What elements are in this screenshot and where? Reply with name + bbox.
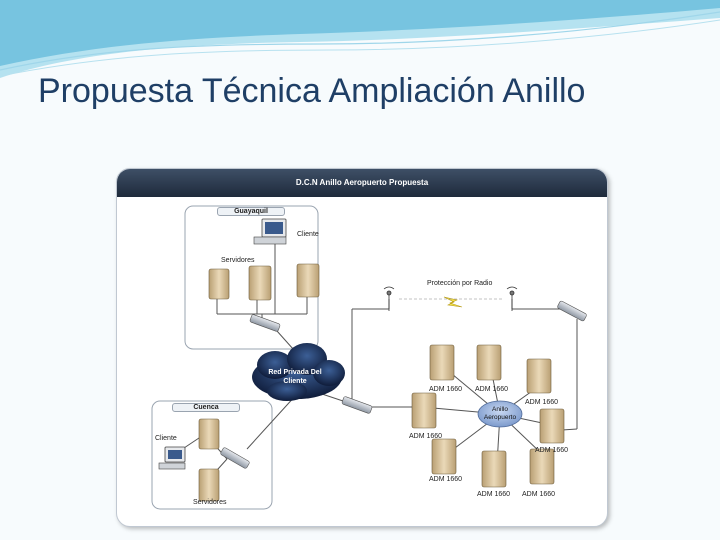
diagram-header: D.C.N Anillo Aeropuerto Propuesta [117,169,607,197]
radio-protection-label: Protección por Radio [427,280,493,287]
core-switch-icon [341,396,373,414]
private-network-cloud-icon [252,343,345,401]
guayaquil-client-label: Cliente [297,231,319,238]
cuenca-client-computer-icon [158,446,186,470]
cuenca-switch-icon [220,447,250,469]
adm-label: ADM 1660 [429,476,463,483]
cuenca-servers-label: Servidores [193,499,227,506]
site-guayaquil-title: Guayaquil [217,207,285,216]
guayaquil-switch-icon [249,314,281,332]
cuenca-client-label: Cliente [155,435,177,442]
site-cuenca-box [151,400,273,510]
site-cuenca-title: Cuenca [172,403,240,412]
radio-switch-icon [557,300,587,322]
guayaquil-servers-label: Servidores [221,257,255,264]
adm-label: ADM 1660 [409,433,443,440]
network-diagram: D.C.N Anillo Aeropuerto Propuesta [116,168,608,527]
cloud-label: Red Privada Del Cliente [268,369,322,385]
airport-ring-hub-icon [477,400,523,428]
radio-antenna-left-icon [383,286,395,311]
adm-label: ADM 1660 [429,386,463,393]
slide-title: Propuesta Técnica Ampliación Anillo [38,72,586,110]
adm-node-icons [411,344,565,488]
header-swoosh-decoration [0,0,720,78]
radio-antenna-right-icon [506,286,518,311]
guayaquil-server-icons [208,263,320,301]
cuenca-server-icons [198,418,220,502]
adm-label: ADM 1660 [525,399,559,406]
adm-label: ADM 1660 [475,386,509,393]
adm-label: ADM 1660 [522,491,556,498]
radio-link-lightning-icon [443,296,463,308]
network-drawing [151,205,587,510]
ring-label: Anillo Aeropuerto [483,406,517,421]
adm-label: ADM 1660 [535,447,569,454]
guayaquil-client-computer-icon [253,218,287,245]
adm-label: ADM 1660 [477,491,511,498]
